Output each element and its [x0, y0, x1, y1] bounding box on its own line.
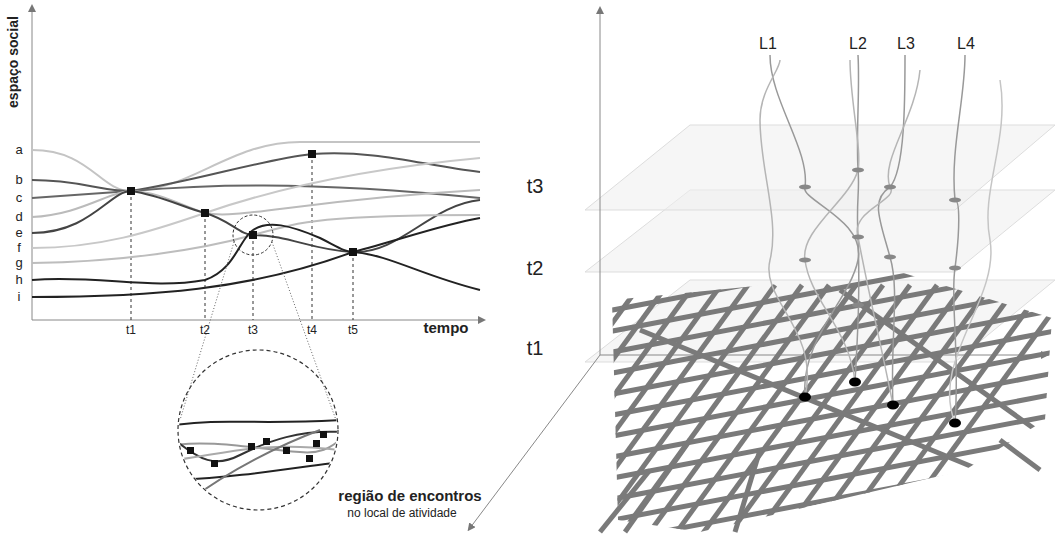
axis-tick-label: f [17, 241, 21, 255]
inset [175, 420, 340, 500]
street [560, 372, 1059, 467]
street [560, 330, 1059, 425]
plane-label: t1 [527, 337, 544, 359]
street [640, 330, 980, 470]
axis-tick-label: t4 [307, 324, 317, 337]
axis-tick-label: e [15, 226, 22, 240]
street [455, 285, 640, 534]
axis-title: espaço social [6, 16, 21, 108]
inset-title: região de encontros [338, 488, 481, 505]
outer-streets [600, 440, 1040, 532]
inset-subtitle: no local de atividade [347, 507, 456, 520]
street [560, 246, 1059, 341]
axis-tick-label: h [15, 273, 22, 287]
street-grid [455, 225, 1059, 534]
space-time-paths [760, 55, 1002, 423]
path-label: L4 [957, 35, 975, 53]
street [560, 393, 1059, 488]
zoom-leaders [180, 242, 336, 420]
street [560, 288, 1059, 383]
axis-tick-label: t3 [248, 324, 258, 337]
street [560, 267, 1059, 362]
axis-title: tempo [424, 320, 469, 337]
axis-tick-label: t1 [126, 324, 136, 337]
axis-tick-label: a [15, 143, 22, 157]
trajectories [32, 142, 480, 297]
axis-tick-label: d [15, 210, 22, 224]
time-planes [585, 125, 1055, 362]
path-label: L1 [759, 35, 777, 53]
axis-tick-label: i [18, 290, 21, 304]
zoom-circle [233, 215, 273, 255]
plane-label: t2 [527, 257, 544, 279]
inset-circle [178, 350, 338, 510]
plane-marks [799, 168, 961, 308]
path-label: L3 [897, 35, 915, 53]
street [840, 290, 1050, 440]
chart-axes [32, 8, 482, 320]
encounter-squares [127, 150, 357, 256]
axis-tick-label: t2 [200, 324, 210, 337]
axis-tick-label: t5 [348, 324, 358, 337]
street [560, 414, 1059, 509]
axis-tick-label: b [15, 173, 22, 187]
inset-squares [187, 431, 327, 467]
activity-locations [799, 378, 961, 428]
axis-tick-label: g [15, 256, 22, 270]
path-label: L2 [849, 35, 867, 53]
street [560, 351, 1059, 446]
plane-label: t3 [527, 175, 544, 197]
axis-tick-label: c [16, 191, 23, 205]
